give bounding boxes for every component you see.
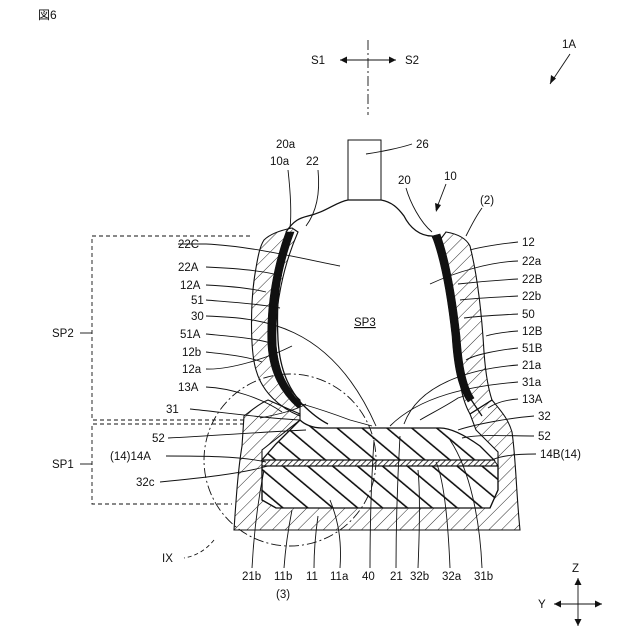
callout-12A: 12A (180, 280, 201, 292)
region-brackets: SP2 SP1 (52, 236, 250, 504)
figure-label: 図6 (38, 8, 57, 22)
pad-40 (262, 420, 494, 460)
callout-13A-right: 13A (522, 394, 543, 406)
callout-13A-left: 13A (178, 382, 199, 394)
callout-52-left: 52 (152, 433, 165, 445)
callout-22A: 22A (178, 262, 199, 274)
callout-14A: (14)14A (110, 451, 151, 463)
callout-52-right: 52 (538, 431, 551, 443)
callout-32a: 32a (442, 571, 462, 583)
callout-SP2: SP2 (52, 328, 74, 340)
callout-31b: 31b (474, 571, 493, 583)
callout-31a: 31a (522, 377, 542, 389)
axis-indicator: Z Y (538, 563, 602, 626)
callout-21a: 21a (522, 360, 542, 372)
callout-26: 26 (416, 139, 429, 151)
callout-1A: 1A (562, 39, 576, 51)
callout-20a: 10a (270, 156, 290, 168)
callout-11a: 11a (330, 571, 349, 583)
callout-11b: 11b (274, 571, 292, 583)
nozzle-26 (348, 140, 381, 200)
callout-10: (2) (480, 195, 494, 207)
callout-51: 51 (191, 295, 204, 307)
callout-14B: 14B(14) (540, 449, 581, 461)
base-foam-11 (262, 466, 498, 508)
callout-32b: 32b (410, 571, 429, 583)
callout-51A: 51A (180, 329, 201, 341)
callout-12b: 12b (182, 347, 201, 359)
callout-12B: 12B (522, 326, 543, 338)
callout-12a: 12a (182, 364, 202, 376)
callout-22B: 22B (522, 274, 543, 286)
callout-21: 21 (390, 571, 403, 583)
direction-indicator: S1 S2 (311, 40, 419, 115)
callout-21b: 21b (242, 571, 261, 583)
axis-y-label: Y (538, 599, 546, 611)
s2-label: S2 (405, 55, 419, 67)
callout-51B: 51B (522, 343, 543, 355)
callout-40: 40 (362, 571, 375, 583)
callout-SP1: SP1 (52, 459, 74, 471)
callout-22C: 22C (178, 239, 199, 251)
callout-3: (3) (276, 589, 290, 601)
callout-50: 50 (522, 309, 535, 321)
callout-20: 10 (444, 171, 457, 183)
assembly-1a-arrow: 1A (550, 39, 576, 84)
callout-22b: 22b (522, 291, 541, 303)
callout-2: 20a (276, 139, 296, 151)
callout-SP3: SP3 (354, 317, 376, 329)
callout-12: 12 (522, 237, 535, 249)
top-labels: 20a 10a 22 26 20 10 (2) (178, 139, 494, 244)
callout-10a: 22 (306, 156, 319, 168)
callout-30: 30 (191, 311, 204, 323)
callout-11: 11 (306, 571, 318, 583)
callout-22a: 22a (522, 256, 542, 268)
callout-32: 32 (538, 411, 551, 423)
s1-label: S1 (311, 55, 325, 67)
callout-31: 31 (166, 404, 179, 416)
callout-IX: IX (162, 553, 173, 565)
callout-32c: 32c (136, 477, 155, 489)
axis-z-label: Z (572, 563, 579, 575)
callout-22: 20 (398, 175, 411, 187)
